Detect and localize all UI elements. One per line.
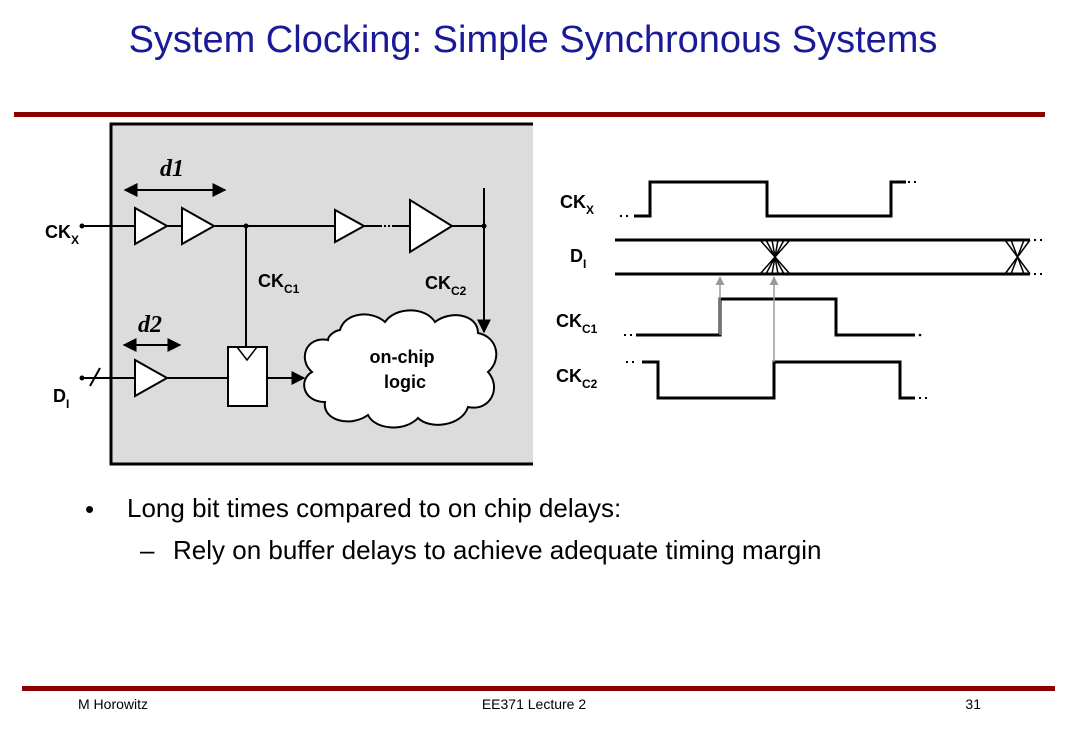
logic-label-line1: on-chip	[370, 347, 435, 367]
ckx-waveform	[634, 180, 906, 218]
bus-slash	[89, 367, 101, 387]
bullet-main: Long bit times compared to on chip delay…	[127, 493, 621, 523]
title-divider	[14, 112, 1045, 117]
on-chip-logic-cloud	[303, 309, 498, 429]
circuit-ckx-label: CKX	[45, 222, 79, 247]
flip-flop	[227, 346, 268, 407]
d2-label: d2	[138, 312, 162, 338]
logic-label-line2: logic	[384, 372, 426, 392]
bullet-sub: Rely on buffer delays to achieve adequat…	[173, 535, 821, 565]
footer-course: EE371 Lecture 2	[482, 696, 587, 712]
sub-bullet-marker: –	[140, 535, 155, 565]
ckc2-tap-dot	[481, 223, 487, 229]
slide-title: System Clocking: Simple Synchronous Syst…	[129, 19, 938, 61]
timing-ckx-label: CKX	[560, 192, 594, 217]
d1-label: d1	[160, 156, 184, 182]
circuit-ckc2-label: CKC2	[425, 273, 467, 298]
clock-buffer-2	[181, 206, 217, 246]
di-transition-2	[1004, 239, 1031, 275]
clock-buffer-1	[134, 206, 170, 246]
timing-ckc1-label: CKC1	[556, 311, 598, 336]
footer-divider	[22, 686, 1055, 691]
timing-di-label: DI	[570, 246, 586, 271]
chip-outline	[109, 122, 533, 466]
circuit-diagram: CKX d1 CKC1 CKC2 d2 DI	[45, 122, 533, 466]
clock-buffer-3	[334, 208, 367, 244]
circuit-ckc1-label: CKC1	[258, 271, 300, 296]
footer-author: M Horowitz	[78, 696, 148, 712]
circuit-di-label: DI	[53, 386, 69, 411]
ckc1-waveform	[636, 297, 915, 337]
flip-flop-clock-marker	[236, 346, 258, 362]
ckc2-waveform	[642, 360, 915, 400]
bullet-marker: •	[85, 494, 94, 524]
footer-page-number: 31	[965, 696, 981, 712]
timing-diagram: CKX DI CKC1 CKC2	[556, 180, 1046, 400]
timing-ckc2-label: CKC2	[556, 366, 598, 391]
data-buffer	[134, 358, 170, 398]
di-transition-1	[759, 239, 791, 275]
clock-buffer-4	[409, 198, 454, 254]
